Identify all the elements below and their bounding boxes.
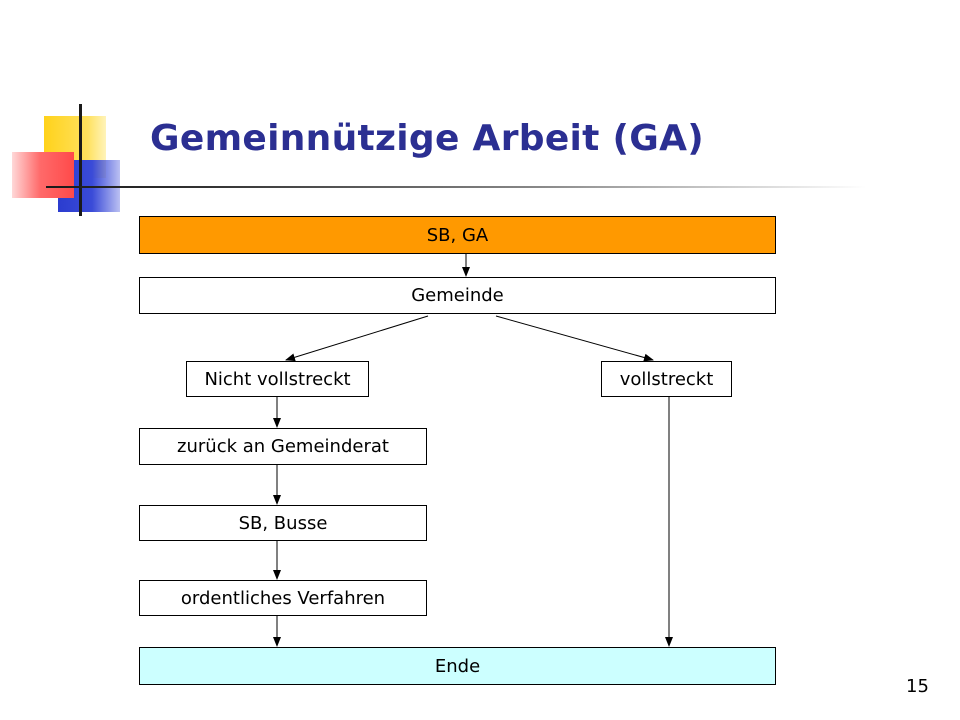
node-nicht-vollstreckt: Nicht vollstreckt xyxy=(186,361,369,397)
arrow-gemeinde-nicht-vollstreckt xyxy=(285,315,429,362)
slide-title: Gemeinnützige Arbeit (GA) xyxy=(150,118,705,159)
title-underline xyxy=(46,186,866,188)
node-zurueck-an-gemeinderat: zurück an Gemeinderat xyxy=(139,428,427,465)
decor-red-square xyxy=(12,152,74,198)
node-sb-ga: SB, GA xyxy=(139,216,776,254)
node-ende: Ende xyxy=(139,647,776,685)
arrow-gemeinde-vollstreckt xyxy=(495,315,654,362)
node-ordentliches-verfahren: ordentliches Verfahren xyxy=(139,580,427,616)
page-number: 15 xyxy=(906,676,929,697)
node-vollstreckt: vollstreckt xyxy=(601,361,732,397)
decor-vertical-line xyxy=(79,104,82,216)
node-sb-busse: SB, Busse xyxy=(139,505,427,541)
node-gemeinde: Gemeinde xyxy=(139,277,776,314)
